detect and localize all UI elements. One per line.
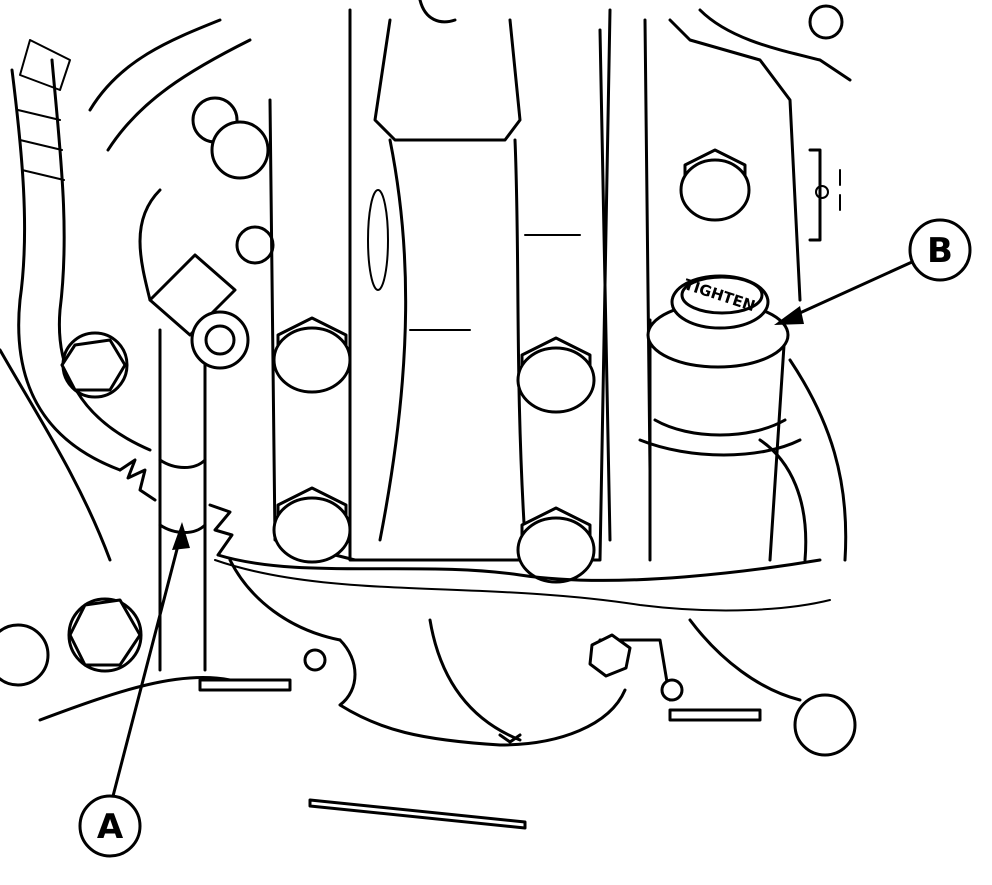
lower-housing [338,618,627,747]
hex-bolts [272,148,751,584]
callout-a-arrowhead [172,522,190,550]
center-break-line [208,503,822,582]
callout-a-circle [78,794,142,858]
callout-b-circle [908,218,972,282]
callout-b-arrowhead [774,306,804,325]
callout-b-label: B [927,231,953,271]
left-fittings [0,96,270,687]
lower-right-bracket [588,618,857,757]
central-casting [268,0,652,562]
left-hoses [0,18,252,562]
bolt-upper-right [516,336,596,414]
bolt-top-right [679,148,751,222]
lower-left-bracket [38,558,342,722]
left-break-line [118,458,157,502]
callout-b: B [774,218,972,325]
bolt-lower-right [516,506,596,584]
bolt-upper-left [272,316,352,394]
callout-a: A [78,522,190,858]
dipstick-rod [308,798,527,830]
callout-a-label: A [97,807,124,847]
bolt-lower-left [272,486,352,564]
dipstick-tube [148,225,275,672]
filler-reservoir: TIGHTEN [638,274,802,562]
right-frame [668,4,852,562]
